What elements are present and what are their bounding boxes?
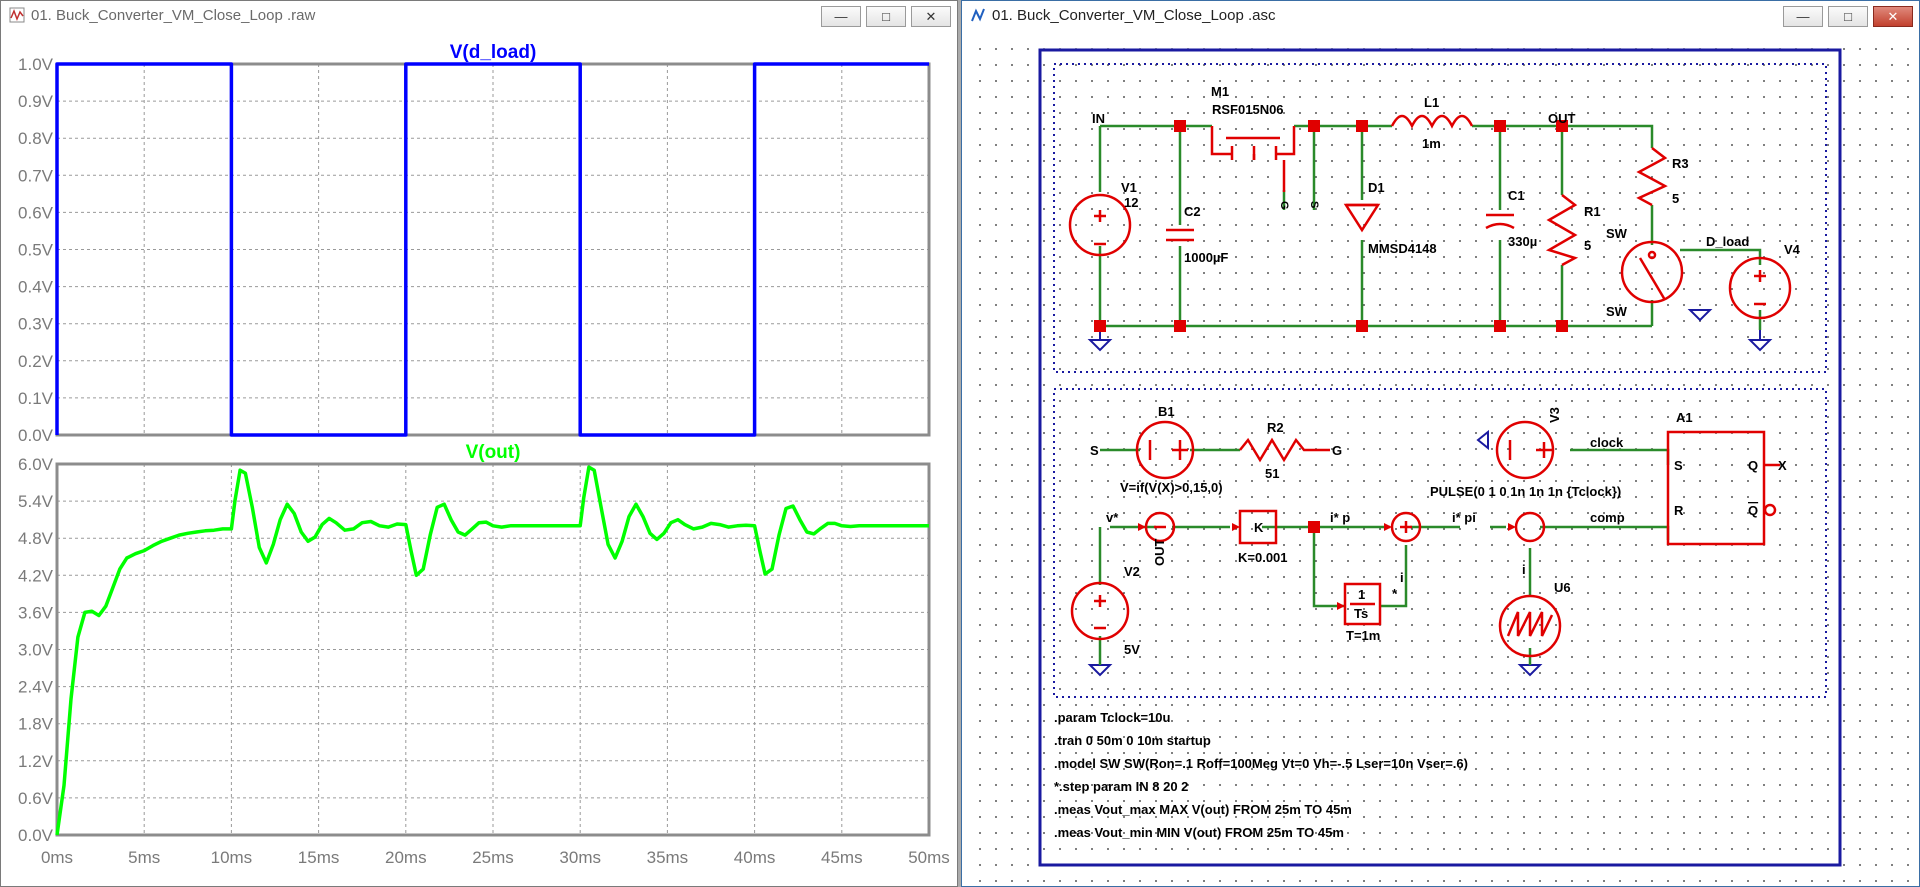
y-tick-label: 0.5V [18,241,54,260]
waveform-window[interactable]: 01. Buck_Converter_VM_Close_Loop .raw — … [0,0,958,887]
plot-frame [55,462,931,837]
y-tick-label: 0.6V [18,789,54,808]
directive-tran[interactable]: .tran 0 50m 0 10m startup [1054,733,1211,748]
trace-title: V(d_load) [450,42,537,63]
directive-step[interactable]: *.step param IN 8 20 2 [1054,779,1189,794]
y-tick-label: 0.4V [18,278,54,297]
y-tick-label: 0.6V [18,203,54,222]
x-tick-label: 40ms [734,848,776,867]
trace-d-load [55,62,929,437]
y-tick-label: 0.2V [18,352,54,371]
y-tick-label: 4.8V [18,529,54,548]
y-tick-label: 3.0V [18,641,54,660]
y-tick-label: 1.8V [18,715,54,734]
directive-meas-max[interactable]: .meas Vout_max MAX V(out) FROM 25m TO 45… [1054,802,1352,817]
x-tick-label: 35ms [647,848,689,867]
x-tick-label: 30ms [559,848,601,867]
trace-title: V(out) [466,442,521,463]
y-tick-label: 0.7V [18,166,54,185]
x-tick-label: 5ms [128,848,160,867]
x-tick-label: 10ms [211,848,253,867]
y-tick-label: 0.1V [18,389,54,408]
schematic-doc-icon [971,8,985,22]
y-tick-label: 3.6V [18,603,54,622]
schematic-window[interactable]: 01. Buck_Converter_VM_Close_Loop .asc — … [961,0,1920,887]
waveform-window-title: 01. Buck_Converter_VM_Close_Loop .raw [31,6,316,24]
y-tick-label: 2.4V [18,678,54,697]
y-tick-label: 0.0V [18,826,54,845]
y-tick-label: 6.0V [18,455,54,474]
maximize-button[interactable]: □ [1828,6,1868,27]
close-button[interactable]: ✕ [1873,6,1913,27]
y-tick-label: 0.9V [18,92,54,111]
y-tick-label: 4.2V [18,566,54,585]
x-tick-label: 15ms [298,848,340,867]
schematic-window-title: 01. Buck_Converter_VM_Close_Loop .asc [992,6,1276,24]
y-tick-label: 1.0V [18,55,54,74]
directive-meas-min[interactable]: .meas Vout_min MIN V(out) FROM 25m TO 45… [1054,825,1344,840]
x-tick-label: 20ms [385,848,427,867]
y-tick-label: 1.2V [18,752,54,771]
schematic-titlebar[interactable]: 01. Buck_Converter_VM_Close_Loop .asc — … [962,1,1919,29]
directive-model[interactable]: .model SW SW(Ron=.1 Roff=100Meg Vt=0 Vh=… [1054,756,1468,771]
waveform-chart[interactable]: 0.0V 0.1V 0.2V 0.3V 0.4V 0.5V 0.6V 0.7V 0.8V 0.9V… [5,37,953,882]
waveform-plot-area[interactable]: 0.0V 0.1V 0.2V 0.3V 0.4V 0.5V 0.6V 0.7V 0.8V 0.9V… [5,37,953,882]
close-button[interactable]: ✕ [911,6,951,27]
y-tick-label: 5.4V [18,492,54,511]
maximize-button[interactable]: □ [866,6,906,27]
x-tick-label: 45ms [821,848,863,867]
trace-v-out [55,465,929,836]
x-tick-label: 25ms [472,848,514,867]
y-tick-label: 0.3V [18,315,54,334]
directive-param[interactable]: .param Tclock=10u [1054,710,1171,725]
y-tick-label: 0.8V [18,129,54,148]
x-tick-label: 50ms [908,848,950,867]
waveform-titlebar[interactable]: 01. Buck_Converter_VM_Close_Loop .raw — … [1,1,957,29]
waveform-doc-icon [9,7,25,23]
x-tick-label: 0ms [41,848,73,867]
y-tick-label: 0.0V [18,426,54,445]
minimize-button[interactable]: — [1783,6,1823,27]
minimize-button[interactable]: — [821,6,861,27]
